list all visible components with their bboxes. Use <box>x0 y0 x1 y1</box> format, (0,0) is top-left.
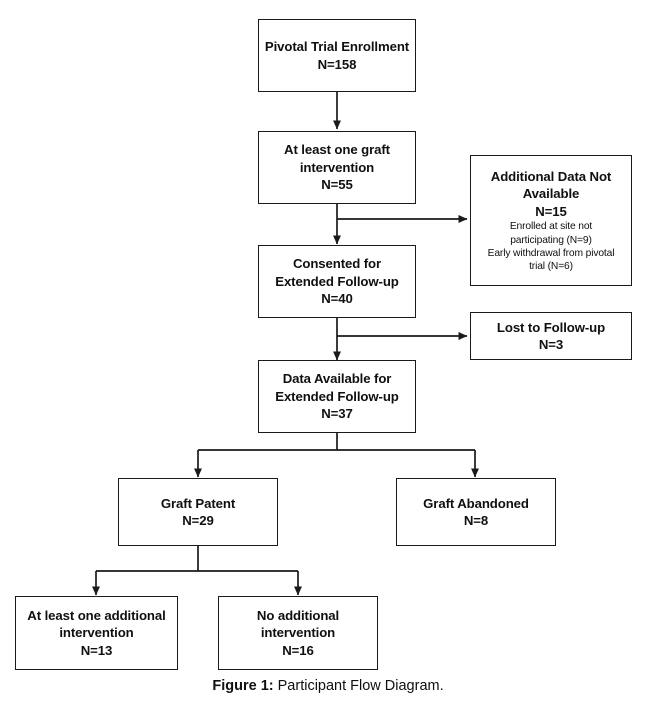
node-graft-abandoned-count: N=8 <box>463 513 489 528</box>
node-additional-data-title-line2: Available <box>522 186 580 202</box>
node-additional-intervention-title-line1: At least one additional <box>27 607 166 623</box>
node-additional-data-detail-line1: Enrolled at site not <box>509 221 593 233</box>
node-additional-data-count: N=15 <box>535 203 567 219</box>
node-no-additional-intervention-title-line2: intervention <box>260 625 336 641</box>
node-enrollment-count: N=158 <box>317 56 357 72</box>
node-lost-to-follow-up-count: N=3 <box>538 337 564 352</box>
node-graft-patent-count: N=29 <box>182 513 214 528</box>
node-consented-title-line1: Consented for <box>292 256 382 272</box>
node-graft-abandoned: Graft Abandoned N=8 <box>396 478 556 546</box>
node-graft-patent-title: Graft Patent <box>160 495 236 511</box>
node-additional-data-detail-line4: trial (N=6) <box>529 260 573 272</box>
node-additional-data-not-available: Additional Data Not Available N=15 Enrol… <box>470 155 632 286</box>
figure-caption-text: Participant Flow Diagram. <box>277 678 444 694</box>
node-additional-intervention-title-line2: intervention <box>59 625 134 641</box>
node-no-additional-intervention-title-line1: No additional <box>256 607 340 623</box>
node-additional-data-detail-line2: participating (N=9) <box>510 234 592 246</box>
node-consented-title-line2: Extended Follow-up <box>275 273 399 289</box>
node-additional-intervention: At least one additional intervention N=1… <box>15 596 178 670</box>
node-lost-to-follow-up: Lost to Follow-up N=3 <box>470 312 632 360</box>
figure-caption-label: Figure 1: <box>212 678 274 694</box>
node-graft-intervention-count: N=55 <box>321 177 353 193</box>
figure-caption: Figure 1: Participant Flow Diagram. <box>0 678 656 694</box>
node-data-available-title-line2: Extended Follow-up <box>275 388 399 404</box>
node-consented: Consented for Extended Follow-up N=40 <box>258 245 416 318</box>
node-graft-abandoned-title: Graft Abandoned <box>423 495 529 511</box>
node-no-additional-intervention: No additional intervention N=16 <box>218 596 378 670</box>
node-additional-intervention-count: N=13 <box>80 642 113 658</box>
node-data-available-title-line1: Data Available for <box>282 371 392 387</box>
node-data-available: Data Available for Extended Follow-up N=… <box>258 360 416 433</box>
node-consented-count: N=40 <box>321 291 353 307</box>
node-graft-intervention-title-line2: intervention <box>299 159 375 175</box>
node-enrollment-title: Pivotal Trial Enrollment <box>264 39 410 54</box>
node-no-additional-intervention-count: N=16 <box>282 642 314 658</box>
node-enrollment: Pivotal Trial Enrollment N=158 <box>258 19 416 92</box>
node-graft-intervention-title-line1: At least one graft <box>284 142 390 158</box>
node-additional-data-detail-line3: Early withdrawal from pivotal <box>487 247 615 259</box>
node-additional-data-title-line1: Additional Data Not <box>490 168 612 184</box>
node-data-available-count: N=37 <box>321 406 353 422</box>
node-graft-intervention: At least one graft intervention N=55 <box>258 131 416 204</box>
node-lost-to-follow-up-title: Lost to Follow-up <box>496 319 606 335</box>
node-graft-patent: Graft Patent N=29 <box>118 478 278 546</box>
